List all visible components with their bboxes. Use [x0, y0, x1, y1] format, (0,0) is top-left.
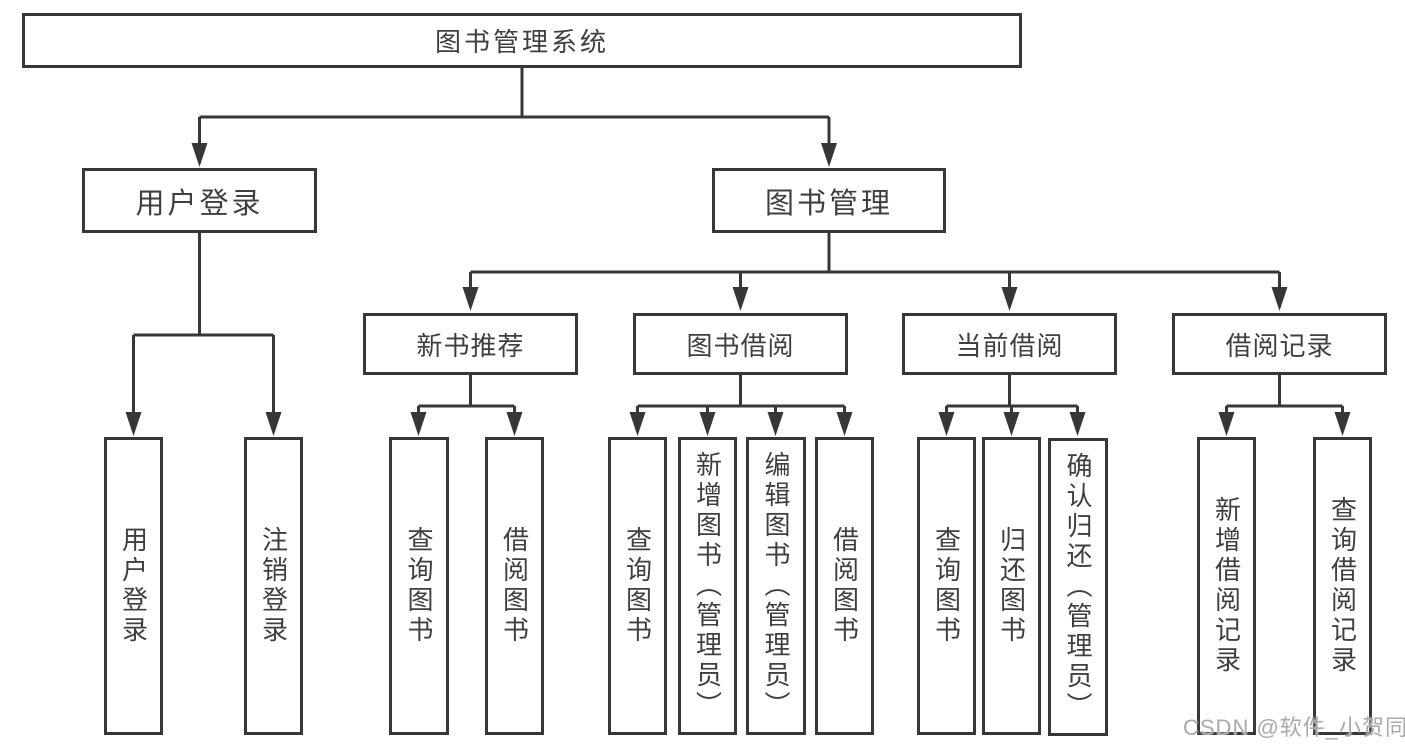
- connector-borrow-records: [1225, 375, 1344, 416]
- arrowhead: [836, 412, 853, 436]
- arrowhead: [191, 143, 208, 167]
- leaf-add-borrow-record: 新增借阅记录: [1197, 437, 1256, 735]
- leaf-query-books-borrowing: 查询图书: [608, 437, 667, 735]
- leaf-confirm-return-admin: 确认归还（管理员）: [1048, 438, 1108, 736]
- connector-new-book: [417, 375, 516, 416]
- node-library-system-root: 图书管理系统: [22, 13, 1022, 68]
- leaf-borrow-books-borrowing: 借阅图书: [815, 437, 874, 735]
- arrowhead: [1271, 287, 1288, 311]
- node-current-borrowing: 当前借阅: [902, 313, 1117, 375]
- csdn-watermark: CSDN @软件_小贺同学: [1183, 715, 1405, 740]
- arrowhead: [125, 412, 142, 436]
- leaf-query-books-recommend: 查询图书: [389, 437, 449, 735]
- arrowhead: [1218, 412, 1235, 436]
- arrowhead: [1334, 412, 1351, 436]
- arrowhead: [410, 412, 427, 436]
- node-new-book-recommendation: 新书推荐: [363, 313, 578, 375]
- leaf-return-books: 归还图书: [982, 437, 1041, 735]
- node-borrowing-records: 借阅记录: [1172, 313, 1387, 375]
- arrowhead: [1003, 412, 1020, 436]
- connector-current-borrowing: [945, 375, 1079, 416]
- leaf-query-borrow-record: 查询借阅记录: [1313, 437, 1372, 735]
- connector-book-borrowing: [636, 375, 846, 416]
- leaf-logout-login: 注销登录: [244, 437, 303, 735]
- arrowhead: [732, 287, 749, 311]
- node-book-borrowing: 图书借阅: [633, 313, 848, 375]
- node-user-login: 用户登录: [82, 168, 317, 233]
- arrowhead: [767, 412, 784, 436]
- connector-root: [198, 68, 831, 146]
- arrowhead: [1001, 287, 1018, 311]
- node-book-management: 图书管理: [712, 168, 946, 233]
- arrowhead: [462, 287, 479, 311]
- connector-user-login: [132, 233, 275, 415]
- leaf-user-login: 用户登录: [104, 437, 163, 735]
- leaf-edit-books-admin: 编辑图书（管理员）: [746, 437, 806, 735]
- leaf-add-books-admin: 新增图书（管理员）: [678, 437, 737, 735]
- leaf-query-books-current: 查询图书: [917, 437, 976, 735]
- arrowhead: [1069, 412, 1086, 436]
- arrowhead: [821, 143, 837, 167]
- leaf-borrow-books-recommend: 借阅图书: [485, 437, 544, 735]
- arrowhead: [265, 412, 282, 436]
- arrowhead-group: [125, 143, 1351, 436]
- arrowhead: [629, 412, 646, 436]
- connector-book-management: [469, 233, 1281, 290]
- arrowhead: [938, 412, 955, 436]
- arrowhead: [699, 412, 716, 436]
- arrowhead: [506, 412, 523, 436]
